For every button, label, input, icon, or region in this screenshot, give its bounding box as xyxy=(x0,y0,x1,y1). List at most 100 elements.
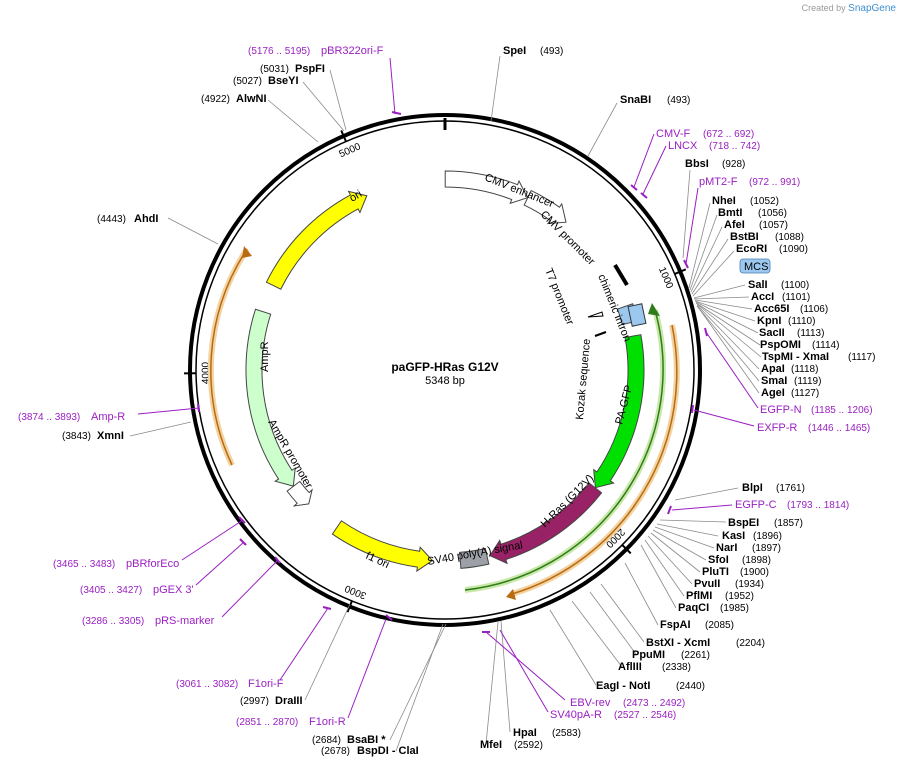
site-pos: (1934) xyxy=(735,579,764,590)
primer-name[interactable]: pGEX 3' xyxy=(153,584,194,596)
site-name[interactable]: SmaI xyxy=(761,375,787,387)
site-name[interactable]: BlpI xyxy=(742,482,763,494)
orf-arc-gfp-ras-line xyxy=(464,309,664,591)
site-name[interactable]: XmnI xyxy=(97,430,124,442)
site-name[interactable]: EagI - NotI xyxy=(596,680,650,692)
site-name[interactable]: BsaBI * xyxy=(347,734,386,746)
primer-name[interactable]: EXFP-R xyxy=(757,422,797,434)
primer-name[interactable]: pMT2-F xyxy=(699,176,738,188)
site-pos: (1119) xyxy=(794,376,821,387)
site-name[interactable]: KpnI xyxy=(757,315,781,327)
site-pos: (2678) xyxy=(321,746,350,757)
site-pos: (1985) xyxy=(720,603,749,614)
site-name[interactable]: EcoRI xyxy=(736,243,767,255)
site-name[interactable]: PaqCI xyxy=(678,602,709,614)
orf-arc-right xyxy=(511,324,680,597)
label-ampr: AmpR xyxy=(259,341,271,372)
site-name[interactable]: BmtI xyxy=(718,207,742,219)
site-name[interactable]: TspMI - XmaI xyxy=(762,351,829,363)
site-name[interactable]: BspEI xyxy=(728,517,759,529)
site-pos: (2583) xyxy=(552,728,581,739)
site-name[interactable]: SpeI xyxy=(503,45,526,57)
primer-pos: (972 .. 991) xyxy=(749,177,800,188)
feature-arc-ampr-promoter[interactable] xyxy=(286,480,313,507)
orf-arrowhead-orange-left xyxy=(242,246,252,258)
restriction-sites: SpeI (493) SnaBI (493) BbsI (928) N xyxy=(62,45,875,757)
site-name[interactable]: AgeI xyxy=(761,387,785,399)
site-name[interactable]: PvuII xyxy=(694,578,720,590)
feature-arcs xyxy=(245,170,645,573)
site-pos: (493) xyxy=(540,46,563,57)
primer-name[interactable]: F1ori-F xyxy=(248,678,284,690)
site-pos: (2997) xyxy=(240,696,269,707)
site-pos: (1090) xyxy=(779,244,808,255)
label-mcs: MCS xyxy=(744,261,768,273)
feature-arc-sv40-poly-a-signal[interactable] xyxy=(459,547,490,569)
primer-name[interactable]: pBRforEco xyxy=(126,558,179,570)
leader-snabi xyxy=(587,102,618,157)
site-name[interactable]: FspAI xyxy=(660,619,691,631)
site-name[interactable]: AhdI xyxy=(134,213,158,225)
site-pos: (1117) xyxy=(848,352,875,363)
site-name[interactable]: BstXI - XcmI xyxy=(646,637,710,649)
site-pos: (2261) xyxy=(681,650,710,661)
site-name[interactable]: DraIII xyxy=(275,695,303,707)
site-name[interactable]: PluTI xyxy=(702,566,729,578)
primer-name[interactable]: EGFP-C xyxy=(735,499,777,511)
site-name[interactable]: AfeI xyxy=(724,219,745,231)
site-name[interactable]: SacII xyxy=(759,327,785,339)
tick-mark xyxy=(340,130,347,142)
site-name[interactable]: PflMI xyxy=(686,590,712,602)
site-name[interactable]: NheI xyxy=(712,195,736,207)
feature-arc-cmv-promoter[interactable] xyxy=(523,189,567,225)
site-name[interactable]: HpaI xyxy=(513,727,537,739)
primer-name[interactable]: SV40pA-R xyxy=(550,709,602,721)
site-name[interactable]: PspFI xyxy=(295,63,325,75)
site-name[interactable]: NarI xyxy=(716,542,737,554)
site-pos: (1127) xyxy=(791,388,819,399)
feature-arc-cmv-enhancer[interactable] xyxy=(444,170,529,205)
primer-name[interactable]: pBR322ori-F xyxy=(321,45,384,57)
primer-name[interactable]: Amp-R xyxy=(91,411,125,423)
feature-arc-ampr[interactable] xyxy=(245,308,296,487)
site-name[interactable]: BseYI xyxy=(268,75,299,87)
primer-name[interactable]: LNCX xyxy=(668,140,698,152)
site-pos: (1761) xyxy=(776,483,805,494)
primer-pos: (672 .. 692) xyxy=(703,129,754,140)
site-name[interactable]: BspDI - ClaI xyxy=(357,745,419,757)
primer-name[interactable]: CMV-F xyxy=(656,128,691,140)
primer-name[interactable]: F1ori-R xyxy=(309,716,346,728)
primer-name[interactable]: pRS-marker xyxy=(155,615,215,627)
feature-arc-h-ras-g12v-[interactable] xyxy=(489,482,603,565)
site-pos: (2684) xyxy=(312,735,341,746)
site-name[interactable]: AflIII xyxy=(618,661,642,673)
site-name[interactable]: Acc65I xyxy=(754,303,789,315)
site-name[interactable]: SalI xyxy=(748,279,768,291)
feature-arc-ori[interactable] xyxy=(265,190,368,290)
site-name[interactable]: MfeI xyxy=(480,739,502,751)
site-pos: (1110) xyxy=(788,316,815,327)
primer-pos: (3874 .. 3893) xyxy=(18,412,80,423)
primer-name[interactable]: EGFP-N xyxy=(760,404,802,416)
primer-pos: (3465 .. 3483) xyxy=(53,559,115,570)
orf-arcs xyxy=(207,246,680,600)
plasmid-size: 5348 bp xyxy=(425,375,465,387)
site-pos: (1088) xyxy=(775,232,804,243)
site-name[interactable]: AlwNI xyxy=(236,93,267,105)
orf-arc-right-line xyxy=(511,324,678,595)
feature-arc-f1-ori[interactable] xyxy=(331,520,434,573)
site-pos: (1100) xyxy=(781,280,809,291)
site-pos: (1900) xyxy=(740,567,769,578)
site-name[interactable]: ApaI xyxy=(761,363,785,375)
site-name[interactable]: PpuMI xyxy=(632,649,665,661)
site-name[interactable]: AccI xyxy=(751,291,774,303)
site-name[interactable]: KasI xyxy=(722,530,745,542)
primer-name[interactable]: EBV-rev xyxy=(570,697,611,709)
site-name[interactable]: BstBI xyxy=(730,231,759,243)
site-name[interactable]: SnaBI xyxy=(620,94,651,106)
site-name[interactable]: PspOMI xyxy=(760,339,801,351)
site-pos: (2338) xyxy=(662,662,691,673)
site-name[interactable]: SfoI xyxy=(708,554,729,566)
site-name[interactable]: BbsI xyxy=(685,158,709,170)
